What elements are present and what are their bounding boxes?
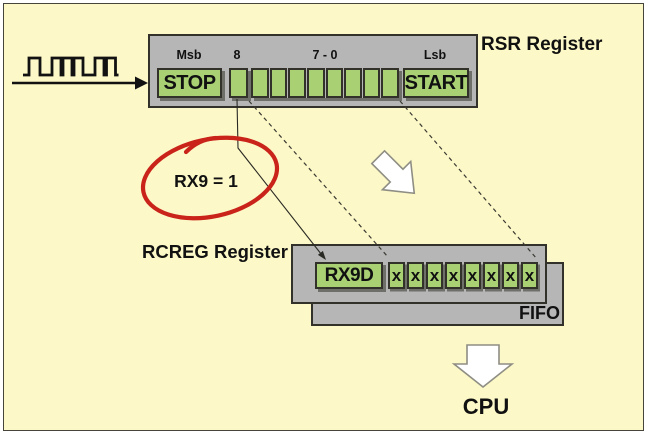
rsr-bit-cell (344, 68, 362, 98)
fifo-label: FIFO (519, 303, 560, 323)
rcreg-data-bit-cell: x (521, 262, 538, 289)
rcreg-register-title: RCREG Register (142, 241, 288, 262)
rcreg-data-bit-cell: x (464, 262, 481, 289)
rsr-bit-cell (269, 68, 288, 98)
rcreg-data-bit-cell: x (388, 262, 405, 289)
cpu-label: CPU (462, 394, 510, 419)
rcreg-data-bit-cell: x (407, 262, 424, 289)
rsr-label-bit8: 8 (233, 48, 241, 62)
rx9-annotation-label: RX9 = 1 (174, 171, 238, 191)
rsr-bit-cell (325, 68, 344, 98)
rsr-bit8-cell (229, 68, 248, 98)
rsr-bit-cell (288, 68, 306, 98)
rcreg-data-bit-cell: x (445, 262, 462, 289)
rsr-label-lsb: Lsb (423, 48, 447, 62)
rcreg-data-bit-cell: x (426, 262, 443, 289)
rsr-stop-bit-cell: STOP (157, 68, 222, 98)
rsr-bit-cell (251, 68, 269, 98)
rsr-data-bits-group (251, 68, 399, 98)
rsr-register-title: RSR Register (481, 34, 603, 55)
rsr-label-msb: Msb (176, 48, 202, 62)
rsr-bit-cell (362, 68, 381, 98)
rcreg-data-bits-group: x x x x x x x x (388, 262, 539, 289)
rcreg-data-bit-cell: x (502, 262, 519, 289)
rsr-start-bit-cell: START (403, 68, 469, 98)
rsr-label-data-range: 7 - 0 (312, 48, 338, 62)
rsr-bit-cell (306, 68, 325, 98)
rcreg-data-bit-cell: x (483, 262, 500, 289)
rcreg-rx9d-cell: RX9D (315, 262, 383, 289)
rsr-bit-cell (381, 68, 399, 98)
